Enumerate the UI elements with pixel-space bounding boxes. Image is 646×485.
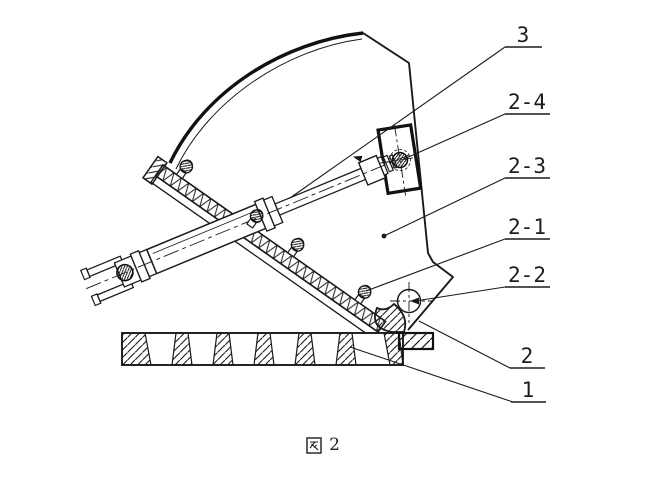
leader-line-2-4: [403, 113, 506, 160]
leader-dot-2-3: [381, 233, 387, 239]
grate-plate: [141, 155, 387, 340]
leader-arrow-2-2: [410, 297, 419, 305]
base-rib: [212, 332, 234, 366]
gate-foot: [374, 302, 407, 333]
barrel-highlight-line: [152, 210, 256, 254]
base-grate: [121, 332, 404, 366]
leader-line-2-3: [383, 177, 506, 237]
figure-caption: 2: [0, 436, 646, 454]
caption-glyph-tu: [306, 437, 322, 454]
plate-bolt: [175, 159, 194, 180]
callout-label-2-4: 2-4: [508, 90, 546, 114]
grate-plate-end-cap: [141, 155, 168, 186]
callout-label-2-1: 2-1: [508, 215, 546, 239]
leader-line-1: [349, 346, 514, 403]
leader-lines: [289, 46, 514, 403]
plate-bolt: [286, 237, 305, 258]
pin-bolt-circle: [389, 149, 411, 171]
base-left-block: [121, 332, 152, 366]
leader-line-3: [289, 46, 506, 199]
base-stop-block: [397, 331, 435, 351]
callout-label-1: 1: [522, 378, 535, 402]
figure-caption-number: 2: [329, 434, 340, 455]
callout-label-2-2: 2-2: [508, 263, 546, 287]
sector-arc-thick: [168, 31, 364, 164]
base-rib: [294, 332, 316, 366]
callout-label-2: 2: [521, 344, 534, 368]
callout-label-2-3: 2-3: [508, 154, 546, 178]
plate-bolt: [246, 208, 264, 229]
leader-line-2-1: [365, 238, 506, 292]
sector-gate-fill: [170, 33, 453, 331]
plate-bolts: [175, 159, 372, 305]
pin-horizontal-centerline: [380, 156, 420, 164]
pivot-circle: [396, 288, 422, 314]
base-rib: [253, 332, 275, 366]
grease-fitting: [352, 155, 363, 163]
callout-label-3: 3: [517, 23, 530, 47]
base-rib: [335, 332, 357, 366]
sector-gate-body: [168, 31, 454, 331]
sector-arc-inner-line: [175, 38, 363, 170]
plate-bolt: [354, 284, 372, 305]
leader-line-2: [418, 320, 511, 369]
base-rib: [171, 332, 193, 366]
bracket-pin: [391, 151, 409, 169]
leader-line-2-2: [414, 286, 506, 302]
callout-labels: 3 2-4 2-3 2-1 2-2 2 1: [505, 23, 550, 403]
